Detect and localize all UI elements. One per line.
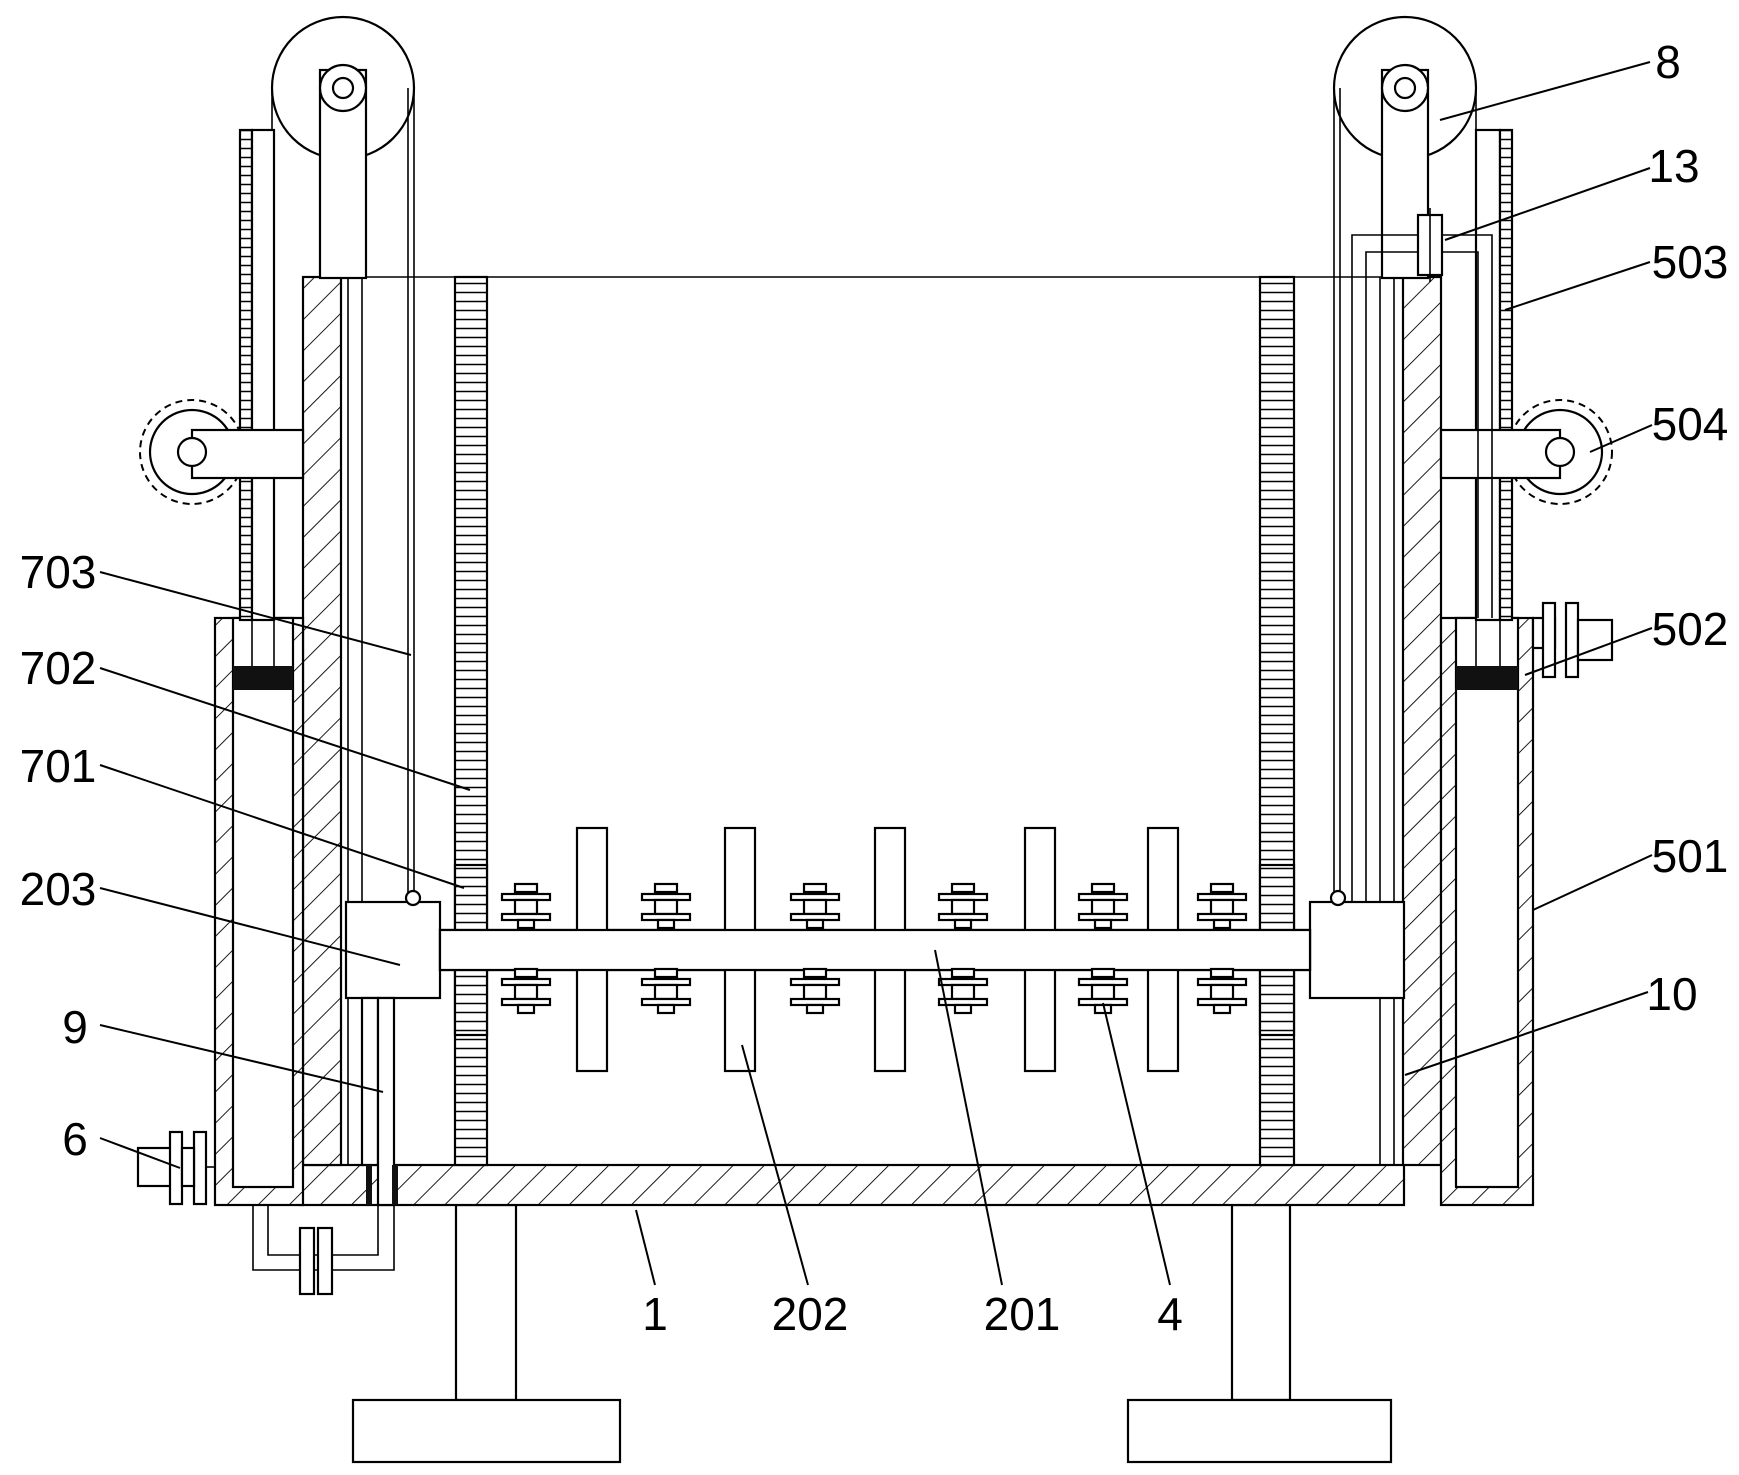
slider-block-right: [1308, 889, 1406, 1000]
label-13: 13: [1648, 140, 1699, 192]
bottom-drain: [252, 1165, 398, 1296]
pulley-left: [270, 15, 416, 918]
outer-rack-right: [1474, 128, 1514, 666]
outer-rack-left: [238, 128, 276, 666]
label-1: 1: [642, 1288, 668, 1340]
gear-right: [1439, 399, 1613, 505]
label-6: 6: [62, 1113, 88, 1165]
pulley-right: [1332, 15, 1478, 918]
slider-block-left: [344, 889, 442, 1207]
label-503: 503: [1652, 236, 1729, 288]
stirring-blades: [438, 826, 1312, 1073]
label-502: 502: [1652, 603, 1729, 655]
label-202: 202: [772, 1288, 849, 1340]
label-703: 703: [20, 546, 97, 598]
outer-jacket-right: [1439, 616, 1535, 1207]
support-legs: [351, 1203, 1393, 1464]
gear-left: [139, 399, 305, 505]
label-8: 8: [1655, 36, 1681, 88]
label-504: 504: [1652, 398, 1729, 450]
label-701: 701: [20, 740, 97, 792]
label-203: 203: [20, 863, 97, 915]
label-9: 9: [62, 1001, 88, 1053]
leader-lines: [99, 61, 1653, 1286]
label-702: 702: [20, 642, 97, 694]
label-501: 501: [1652, 830, 1729, 882]
label-201: 201: [984, 1288, 1061, 1340]
outer-jacket-left: [213, 616, 305, 1207]
inner-liner: [347, 277, 1395, 1165]
valve-left: [136, 1130, 215, 1206]
label-4: 4: [1157, 1288, 1183, 1340]
valve-right: [1531, 601, 1614, 679]
label-10: 10: [1646, 968, 1697, 1020]
pipe-frame-right: [1351, 208, 1493, 918]
part-labels: 8 13 503 504 502 501 10 703 702 701 203 …: [20, 36, 1729, 1340]
